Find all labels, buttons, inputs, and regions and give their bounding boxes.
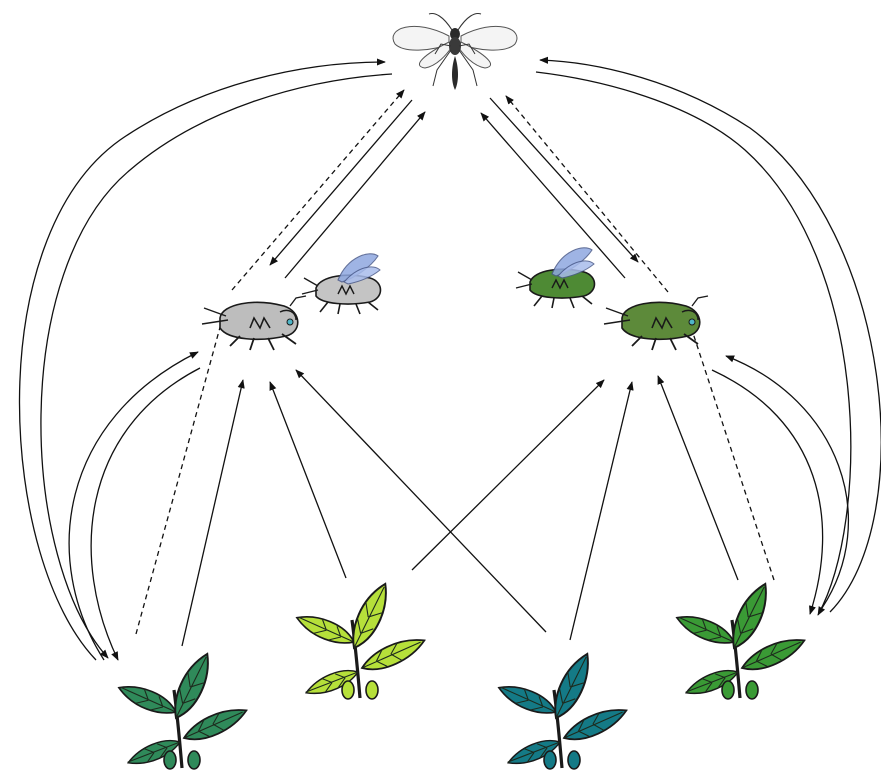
edge-aphid-grey-to-parasitoid (284, 111, 426, 279)
edge-layer (18, 56, 881, 661)
edge-plant2-to-aphid-green (411, 379, 605, 571)
edge-plant4-to-parasitoid (539, 56, 881, 613)
parasitoid-wasp-icon (392, 12, 518, 90)
edge-plant4-to-aphid-green (725, 355, 850, 609)
edge-parasitoid-to-aphid-grey (269, 99, 413, 266)
edge-aphid-grey-to-parasitoid-dashed (231, 89, 405, 291)
aphid-grey-winged-icon (301, 253, 382, 315)
edge-aphid-grey-to-plant1 (90, 367, 201, 661)
edge-plant4-to-aphid-green-dashed (689, 323, 775, 581)
plant-teal-icon (496, 650, 631, 770)
edge-plant1-to-aphid-grey (68, 351, 199, 661)
plant-dark-green-icon (116, 650, 251, 770)
edge-aphid-green-to-parasitoid-dashed (505, 95, 669, 293)
edge-parasitoid-to-plant4 (535, 71, 852, 616)
edge-aphid-green-to-plant4 (711, 369, 824, 615)
edge-plant1-to-parasitoid (18, 58, 386, 661)
aphid-grey-icon (201, 295, 307, 351)
edge-plant3-to-aphid-green (569, 381, 634, 641)
edge-parasitoid-to-aphid-green (489, 97, 639, 263)
plant-lime-icon (294, 580, 429, 700)
edge-plant1-to-aphid-grey-dashed (135, 319, 223, 635)
edge-parasitoid-to-plant1 (40, 73, 393, 659)
plant-green-icon (674, 580, 809, 700)
aphid-green-winged-icon (515, 247, 596, 309)
edge-plant4-to-aphid-green-straight (657, 375, 739, 581)
aphid-green-icon (603, 295, 709, 351)
edge-plant3-to-aphid-grey (295, 369, 547, 633)
edge-aphid-green-to-parasitoid (480, 112, 626, 279)
edge-plant1-to-aphid-grey-straight (181, 379, 245, 647)
edge-plant2-to-aphid-grey (269, 381, 347, 579)
